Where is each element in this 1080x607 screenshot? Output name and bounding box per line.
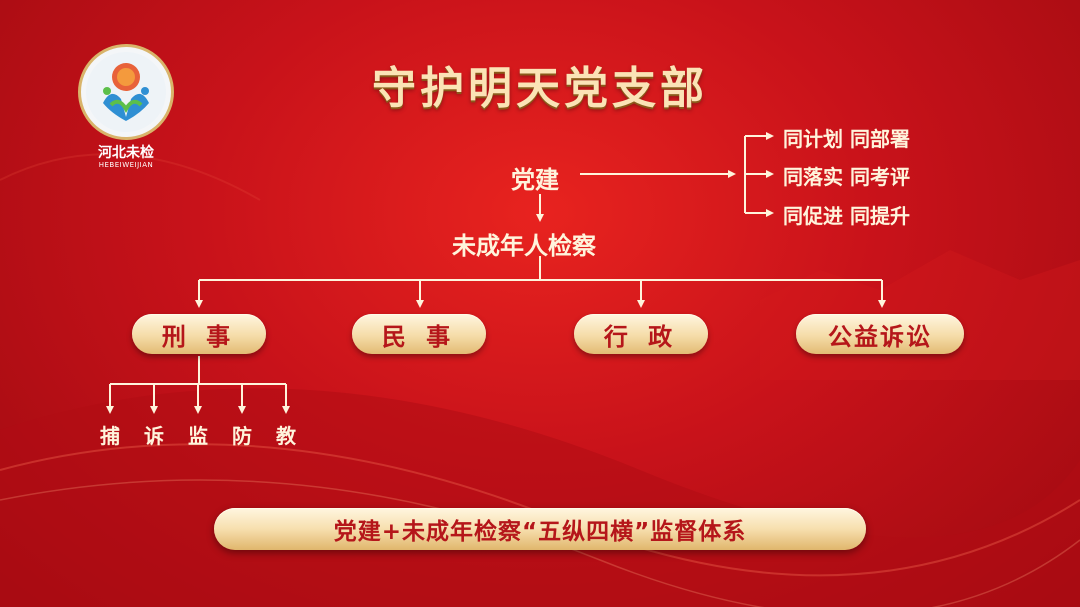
logo-subname: HEBEIWEIJIAN	[98, 161, 154, 169]
page-title: 守护明天党支部	[372, 63, 708, 114]
right-item-1: 同计划 同部署	[783, 127, 910, 151]
sub-item-arrest: 捕	[100, 424, 120, 448]
bottom-banner: 党建+未成年检察“五纵四横”监督体系	[214, 508, 866, 550]
sub-item-prosecute: 诉	[144, 424, 164, 448]
emblem-icon	[86, 52, 166, 132]
sub-item-educate: 教	[276, 424, 296, 448]
node-party-building: 党建	[511, 166, 559, 194]
sub-item-supervise: 监	[188, 424, 208, 448]
sub-item-prevent: 防	[232, 424, 252, 448]
branch-administrative: 行 政	[574, 314, 708, 354]
branch-public-interest: 公益诉讼	[796, 314, 964, 354]
node-juvenile-procuratorate: 未成年人检察	[452, 232, 596, 260]
logo-name: 河北未检	[98, 145, 154, 161]
branch-civil: 民 事	[352, 314, 486, 354]
right-item-3: 同促进 同提升	[783, 204, 910, 228]
right-item-2: 同落实 同考评	[783, 165, 910, 189]
logo-emblem	[78, 44, 174, 140]
branch-criminal: 刑 事	[132, 314, 266, 354]
